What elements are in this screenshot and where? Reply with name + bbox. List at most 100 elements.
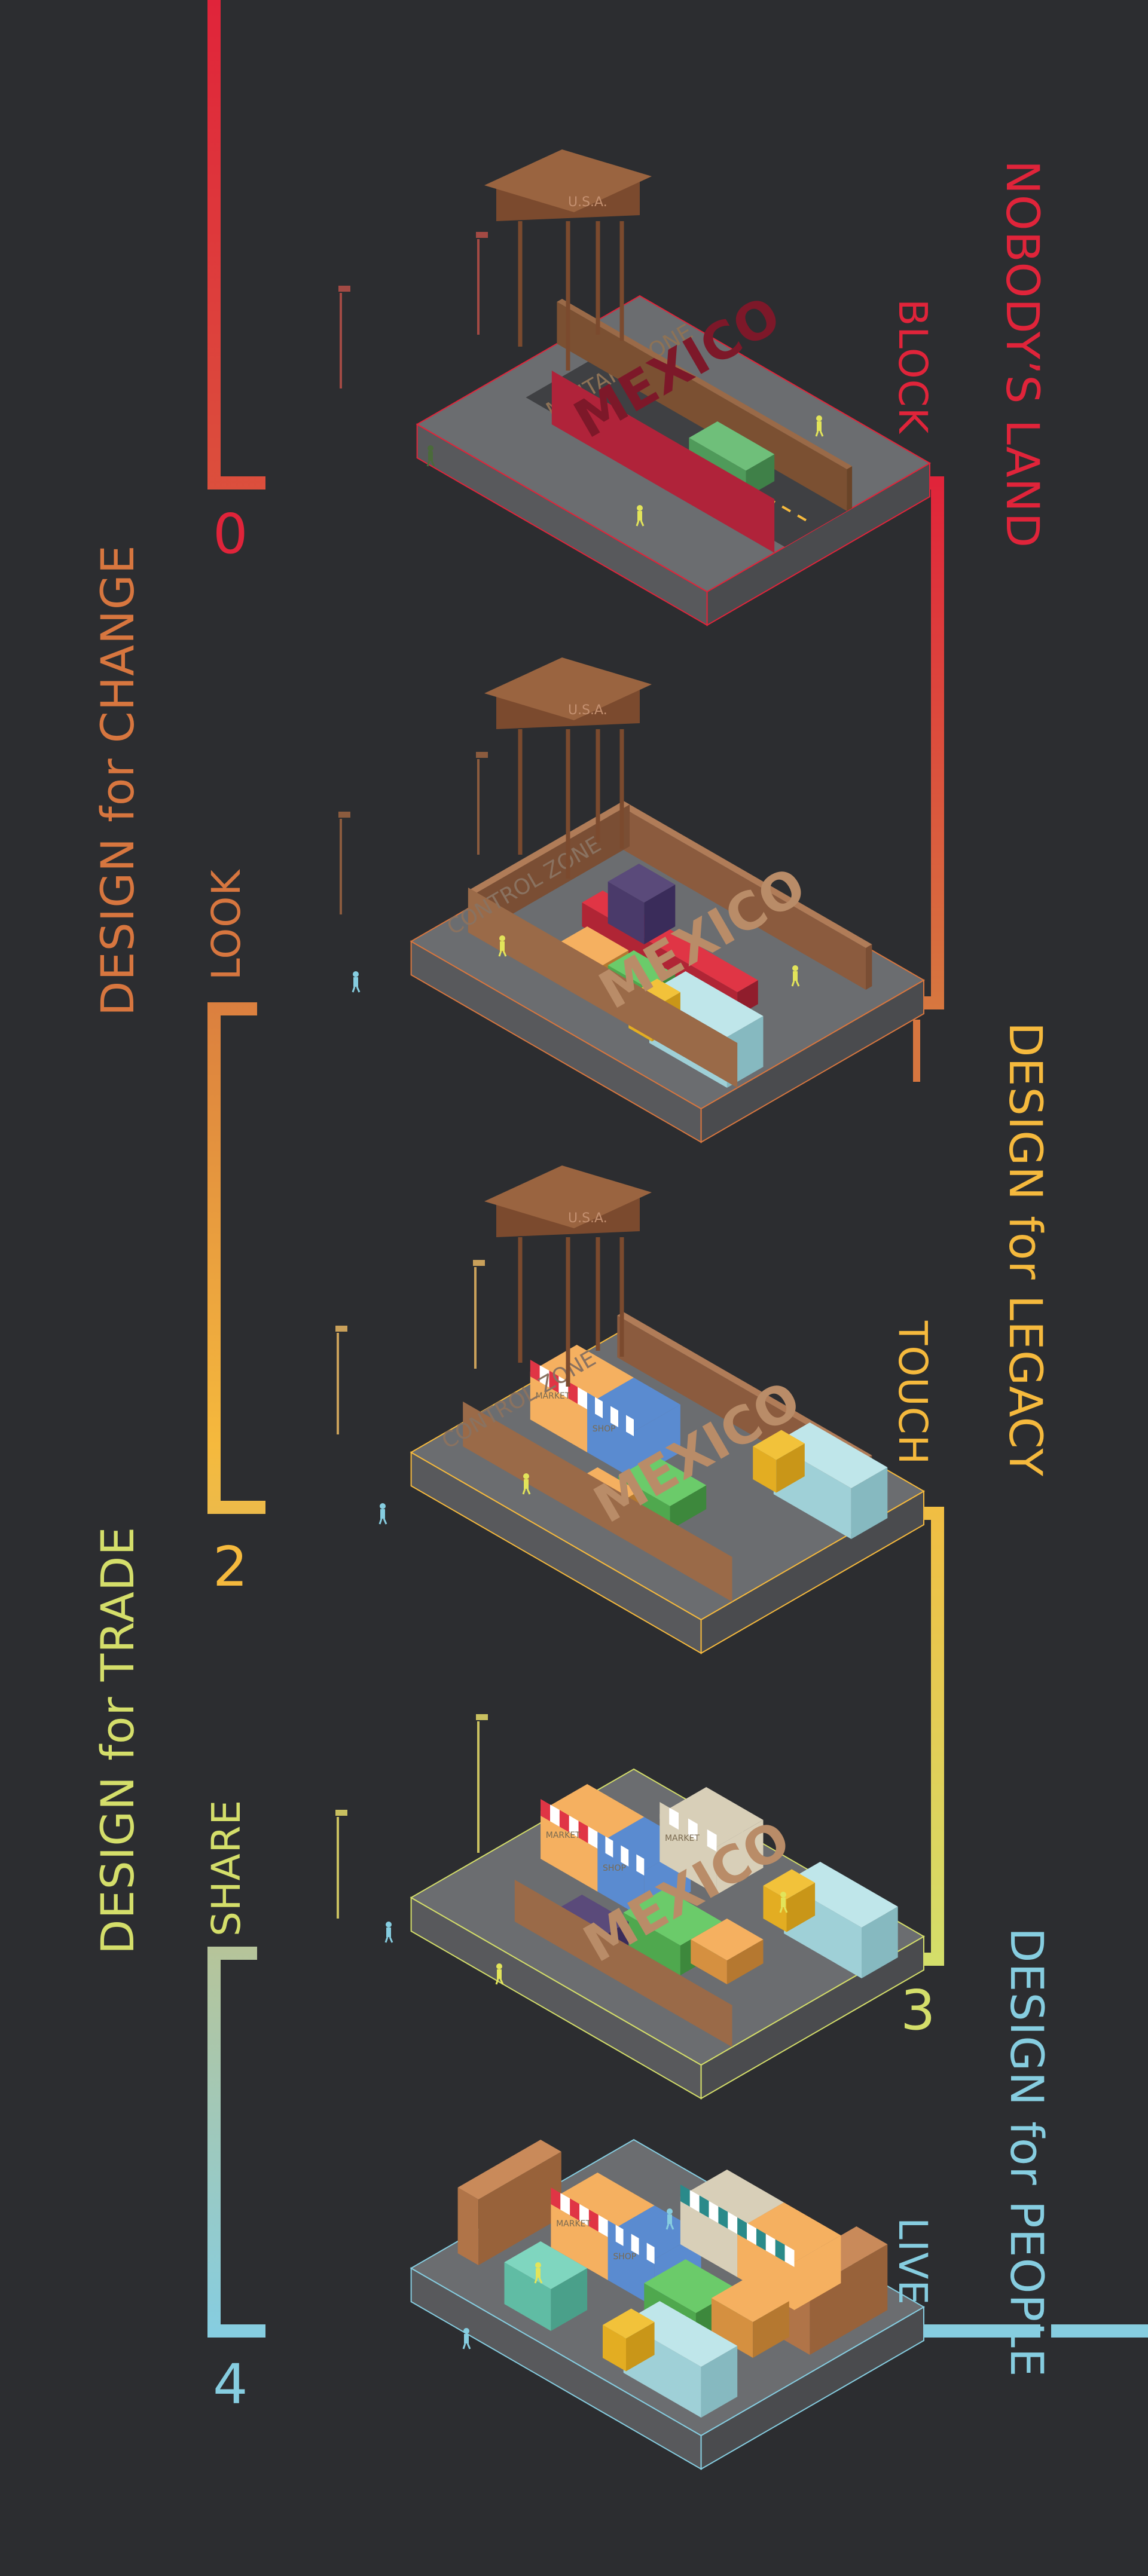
market-stall-icon-body-left [551,2199,608,2280]
delivery-truck-icon-cargo-top [784,1862,898,1928]
title-nobodys-land: NOBODY’S LAND [996,160,1049,549]
market-stall-icon-awning [737,2217,795,2267]
street-lamp-icon-head [476,752,488,758]
market-stall-icon-stripe [718,2206,728,2229]
watch-tower-icon-sign: U.S.A. [568,195,607,210]
market-stall-icon-stripe [598,2214,608,2237]
market-stall-icon-stripe [610,1406,619,1427]
person-icon-leg1 [665,2223,670,2230]
person-icon-leg2 [538,2277,543,2284]
market-stall-icon-body-top [541,1784,645,1844]
person-icon-leg1 [426,460,430,467]
stage-4-kiosk-top [504,2241,588,2289]
market-stall-icon-label: MARKET [535,1391,570,1401]
military-jeep-icon-top [689,421,775,471]
person-icon-leg2 [795,980,800,987]
person-icon-leg2 [526,1488,531,1495]
market-stall-icon-awning [551,2188,608,2237]
market-stall-icon-stripe [603,1402,611,1423]
watch-tower-icon: U.S.A. [484,657,652,879]
market-stall-icon-stripe [605,1836,613,1858]
market-stall-icon-stripe [551,2188,561,2210]
delivery-truck-icon-cargo-top [649,971,764,1037]
stage-0-mexico-wall [551,371,775,553]
watch-tower-icon-roof [484,657,652,720]
market-stall-icon-stripe [660,1802,670,1825]
market-stall-icon-body-top [680,2170,784,2229]
stage-3-front-wall [514,1880,732,2047]
person-icon-body [353,977,358,987]
verb-look: LOOK [203,869,249,980]
person-icon-leg2 [356,986,361,993]
delivery-truck-icon-cab-top [603,2308,655,2339]
person-icon-leg2 [819,430,824,437]
market-stall-icon-stripe [587,1393,596,1414]
market-stall-icon-awning [607,2220,655,2264]
market-stall-icon-label: MARKET [546,1831,581,1840]
market-stall-icon-stripe [613,1841,621,1862]
watch-tower-icon-roof [484,149,652,212]
stage-2-inner-wall-back-top [617,1312,872,1459]
market-stall-icon-body-top [737,2202,841,2262]
market-stall-icon-awning [530,1360,588,1409]
market-stall-icon-awning [660,1802,717,1852]
watch-tower-icon-sign: U.S.A. [568,703,607,718]
delivery-truck-icon-cab-left [763,1886,787,1932]
market-stall-icon-awning [597,1832,645,1876]
market-stall-icon-stripe [597,1832,606,1853]
watch-tower-icon-sign: U.S.A. [568,1211,607,1226]
person-icon-leg1 [495,1978,499,1985]
delivery-truck-icon-cab-left [753,1446,777,1493]
stage-1-inner-wall-left-right [474,804,630,936]
stage-number-2: 2 [213,1535,248,1599]
market-stall-icon-stripe [623,2229,631,2251]
market-stall-icon-body-left [541,1811,598,1892]
market-stall-icon-stripe [765,2234,775,2256]
market-stall-icon-body-top [530,1345,634,1405]
title-design-change: DESIGN for CHANGE [91,544,144,1016]
person-icon [428,445,433,451]
person-icon-leg1 [378,1518,383,1525]
stage-2-front-wall [463,1402,732,1602]
market-stall-icon-stripe [541,1799,550,1822]
market-stall-icon-label: MARKET [556,2219,591,2229]
person-icon-body [524,1479,529,1489]
delivery-truck-icon-cab-right [626,2322,655,2372]
delivery-truck-icon-cab-top [763,1869,816,1899]
market-stall-icon-body-right [716,1820,764,1895]
stage-3-crate-top [551,1895,629,1939]
stage-0-back-wall-top [557,299,853,469]
person-icon-leg2 [670,2223,674,2230]
market-stall-icon-body-left [597,1844,645,1919]
person-icon-leg1 [815,430,819,437]
street-lamp-icon-head [335,1326,347,1332]
stage-3-cargo-orange-left [691,1939,727,1984]
market-stall-icon-stripe [559,1810,569,1832]
person-icon-body [793,971,798,981]
market-stall-icon-body-left [607,2232,655,2307]
left-path-line [207,0,265,2338]
market-stall-icon-label: MARKET [665,1834,700,1843]
line-gap [1040,2319,1051,2343]
stage-1-inner-wall-back-left [617,804,866,990]
person-icon [499,935,505,941]
stage-2-cargo-green-right [670,1485,707,1530]
title-design-trade: DESIGN for TRADE [91,1526,144,1954]
street-lamp-icon-head [476,1714,488,1720]
arcade-icon-right [810,2244,888,2355]
market-stall-icon-stripe [558,1376,569,1399]
stage-4-cargo-orange-left [711,2298,753,2358]
market-stall-icon-stripe [679,1813,688,1835]
market-stall-icon-stripe [636,1854,645,1876]
market-stall-icon-stripe [639,2238,647,2260]
person-icon-leg2 [430,460,435,467]
market-stall-icon-stripe [607,2220,616,2242]
market-stall-icon-stripe [615,2225,624,2246]
market-stall-icon-awning [587,1393,634,1436]
market-stall-icon-stripe [595,1397,603,1418]
stage-1-front-wall [468,888,738,1088]
watch-tower-icon: U.S.A. [484,1165,652,1387]
person-icon-leg2 [502,950,507,957]
market-stall-icon-stripe [669,1807,679,1830]
